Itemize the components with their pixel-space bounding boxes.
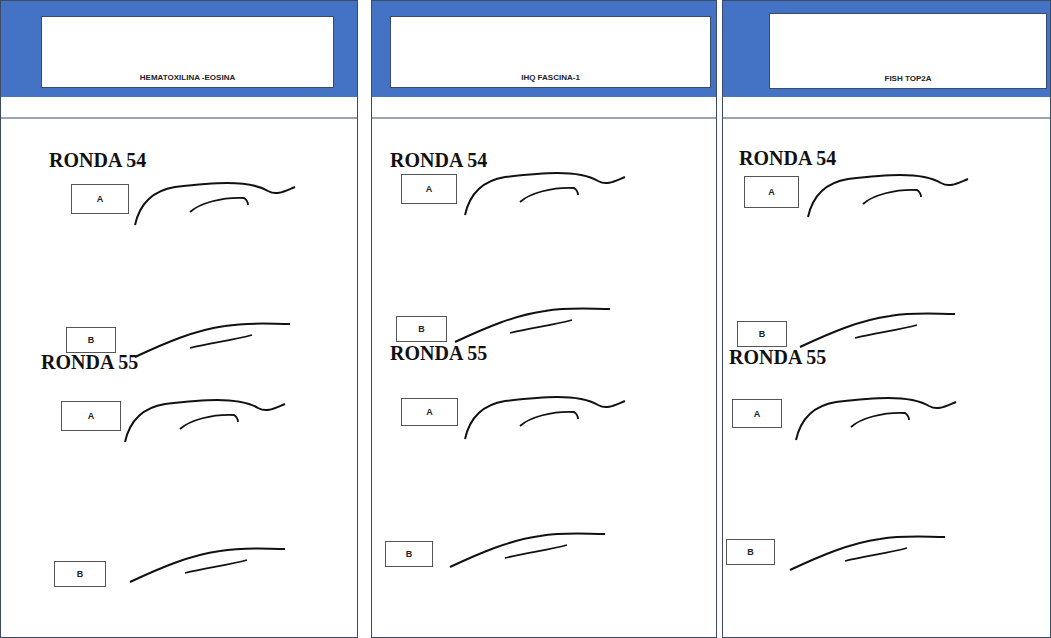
slide-letter-box: A — [401, 174, 457, 204]
round-label: RONDA 55 — [41, 351, 138, 374]
slide-letter: A — [426, 407, 433, 417]
slide-letter-box: A — [732, 399, 782, 428]
divider-line — [0, 117, 358, 118]
slide-letter-box: A — [744, 176, 799, 208]
slide-letter: B — [88, 335, 95, 345]
tissue-sketch — [135, 324, 290, 358]
blue-band — [0, 0, 358, 97]
round-label: RONDA 54 — [739, 147, 836, 170]
tissue-sketch — [796, 398, 956, 440]
slide-letter: B — [418, 324, 425, 334]
column-panel: RONDA 54 RONDA 55 HEMATOXILINA -EOSINA A B A B — [0, 0, 358, 638]
divider-line — [371, 117, 717, 118]
tissue-sketches — [125, 173, 968, 582]
tissue-sketch — [465, 397, 625, 439]
slide-letter-box: A — [71, 184, 129, 214]
round-label: RONDA 55 — [390, 342, 487, 365]
slide-letter-box: B — [54, 561, 106, 587]
slide-letter: B — [759, 329, 766, 339]
slide-letter-box: B — [66, 327, 116, 353]
stain-header-box: IHQ FASCINA-1 — [390, 16, 711, 88]
divider-line — [722, 117, 1051, 118]
tissue-sketch — [455, 309, 610, 343]
slide-letter: A — [88, 411, 95, 421]
tissue-sketch — [130, 549, 285, 583]
tissue-sketch — [790, 537, 945, 571]
stain-header-box: HEMATOXILINA -EOSINA — [41, 16, 334, 88]
slide-letter: B — [406, 549, 413, 559]
column-panel: RONDA 54 RONDA 55 FISH TOP2A A B A B — [722, 0, 1051, 638]
divider-lines — [0, 117, 1051, 118]
slide-letter-box: B — [396, 316, 447, 342]
round-label: RONDA 54 — [390, 149, 487, 172]
stain-title: HEMATOXILINA -EOSINA — [140, 73, 235, 82]
header-bands — [0, 0, 1051, 97]
slide-letter-box: A — [401, 398, 458, 426]
slide-letter-box: B — [726, 539, 775, 565]
slide-letter: B — [747, 547, 754, 557]
stain-header-box: FISH TOP2A — [769, 13, 1047, 89]
blue-band — [371, 0, 717, 97]
round-label: RONDA 55 — [729, 346, 826, 369]
slide-letter: A — [97, 194, 104, 204]
column-panel: RONDA 54 RONDA 55 IHQ FASCINA-1A B A B — [371, 0, 717, 638]
tissue-sketch — [808, 175, 968, 217]
slide-letter: A — [754, 409, 761, 419]
slide-letter-box: A — [61, 401, 121, 431]
stain-title: FISH TOP2A — [885, 74, 932, 83]
slide-letter-box: B — [385, 541, 433, 567]
slide-letter: A — [768, 187, 775, 197]
stain-title: IHQ FASCINA-1 — [521, 73, 580, 82]
round-label: RONDA 54 — [49, 149, 146, 172]
tissue-sketch — [800, 314, 955, 348]
tissue-sketch — [135, 183, 295, 225]
tissue-sketch — [450, 534, 605, 568]
slide-letter: A — [426, 184, 433, 194]
tissue-sketch — [125, 400, 285, 442]
tissue-sketch — [465, 173, 625, 215]
slide-letter-box: B — [737, 321, 787, 347]
blue-band — [722, 0, 1051, 97]
slide-letter: B — [77, 569, 84, 579]
